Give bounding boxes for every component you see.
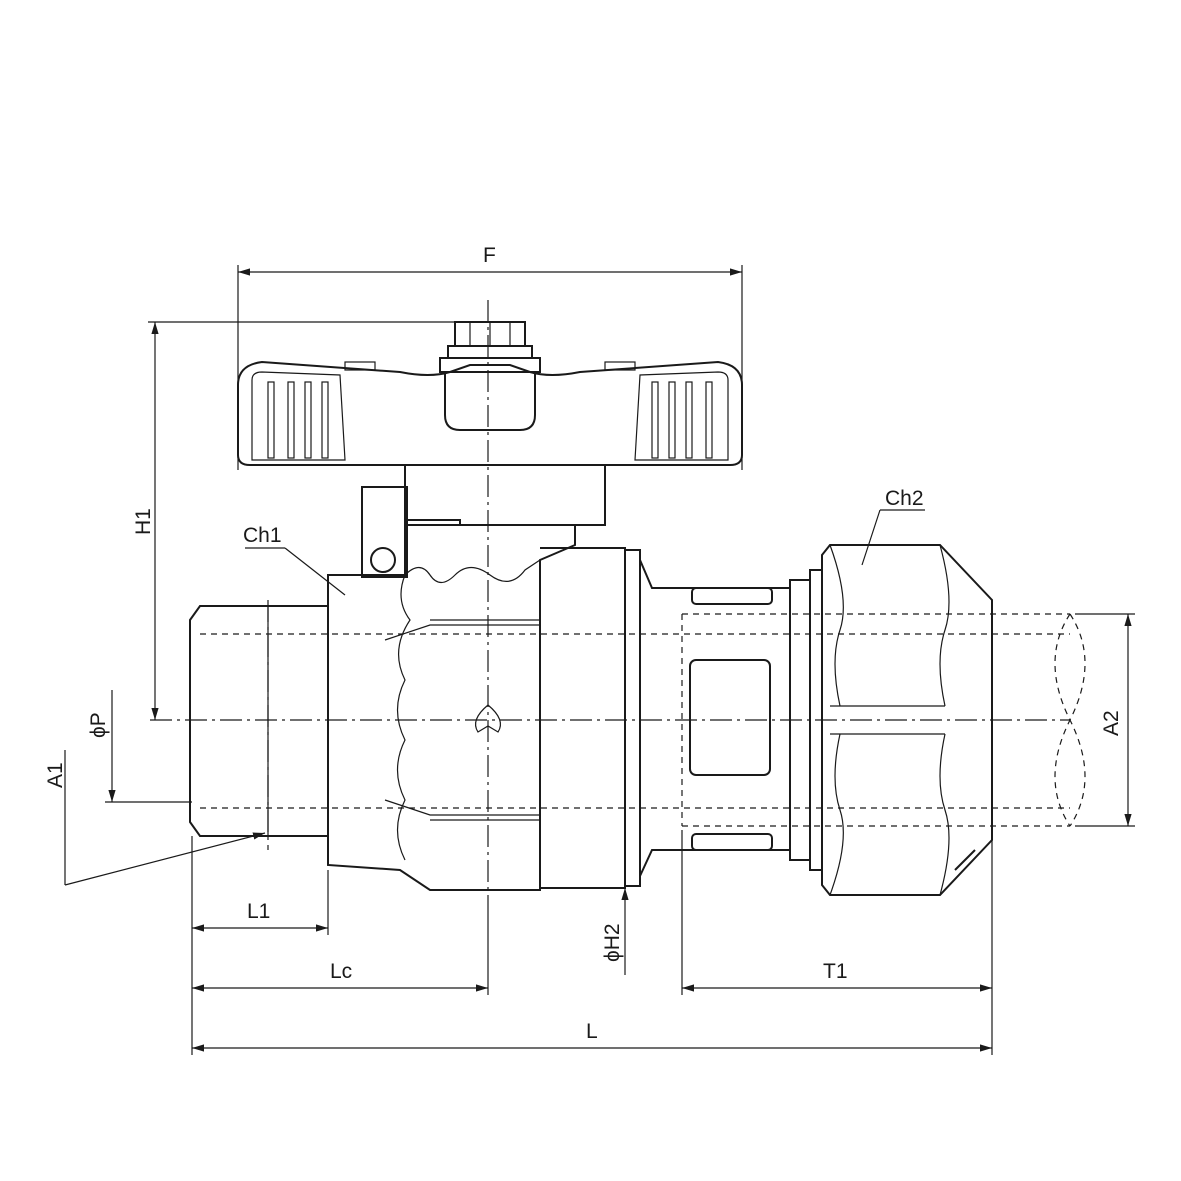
label-l: L: [586, 1020, 598, 1043]
label-lc: Lc: [330, 960, 352, 983]
hidden-lines: [200, 613, 1086, 827]
label-h1: H1: [132, 508, 155, 535]
valve-body: [189, 519, 641, 891]
label-phi-h2: ϕH2: [601, 923, 624, 962]
butterfly-handle: [237, 321, 743, 466]
dimension-lines: [64, 265, 1135, 1055]
label-l1: L1: [247, 900, 270, 923]
label-f: F: [483, 244, 496, 267]
dimension-labels: F H1 Ch1 Ch2 ϕP A1 A2 ϕH2 L1 Lc T1 L: [44, 244, 1123, 1043]
label-a1: A1: [44, 762, 67, 788]
label-t1: T1: [823, 960, 848, 983]
label-a2: A2: [1100, 710, 1123, 736]
label-ch1: Ch1: [243, 524, 282, 547]
stem-bonnet: [361, 464, 606, 578]
label-phi-p: ϕP: [87, 712, 110, 738]
label-ch2: Ch2: [885, 487, 924, 510]
